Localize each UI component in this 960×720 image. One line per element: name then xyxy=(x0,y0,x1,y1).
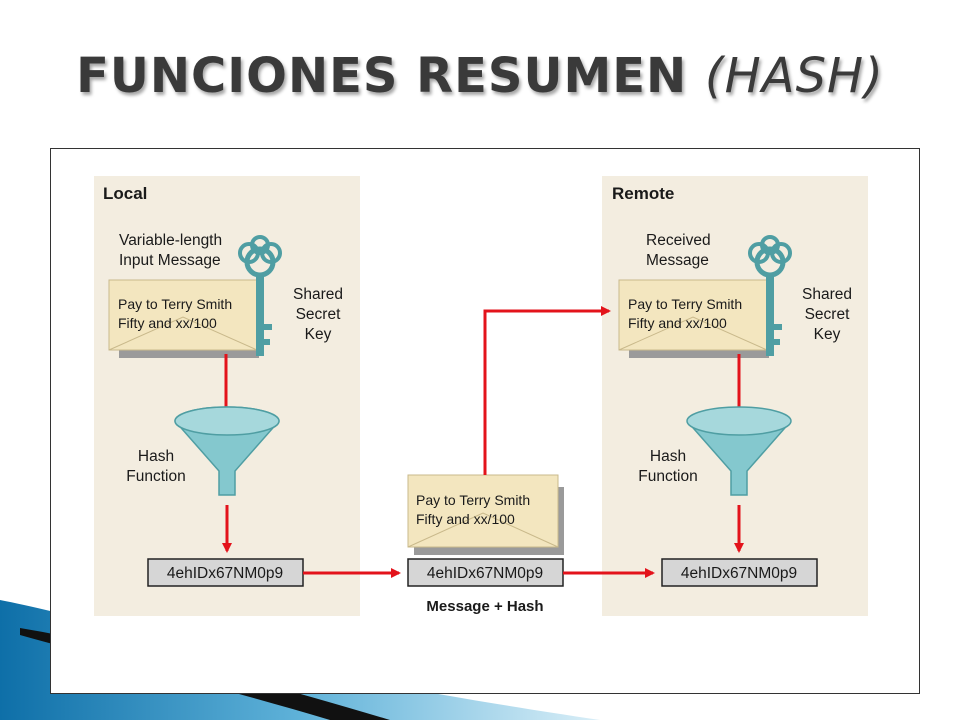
remote-envelope: Pay to Terry Smith Fifty and xx/100 xyxy=(618,279,769,358)
arrow-middle-to-remote xyxy=(483,306,611,475)
diagram-canvas: Local Remote Variable-length Input Messa… xyxy=(94,176,868,616)
local-message-label-1: Variable-length xyxy=(119,232,222,249)
remote-funnel-icon xyxy=(686,406,792,496)
middle-envelope: Pay to Terry Smith Fifty and xx/100 xyxy=(407,474,564,555)
remote-envelope-line-1: Pay to Terry Smith xyxy=(628,296,742,312)
middle-caption: Message + Hash xyxy=(426,598,543,615)
title-sub: (HASH) xyxy=(704,48,884,104)
remote-hash-label-2: Function xyxy=(638,468,697,485)
remote-key-label-1: Shared xyxy=(802,286,852,303)
local-envelope-line-2: Fifty and xx/100 xyxy=(118,315,217,331)
local-heading: Local xyxy=(103,184,147,203)
local-funnel-icon xyxy=(174,406,280,496)
remote-envelope-line-2: Fifty and xx/100 xyxy=(628,315,727,331)
remote-message-label-1: Received xyxy=(646,232,711,249)
local-key-label-2: Secret xyxy=(296,306,341,323)
local-hash-label-1: Hash xyxy=(138,448,174,465)
local-envelope: Pay to Terry Smith Fifty and xx/100 xyxy=(108,279,259,358)
middle-envelope-line-2: Fifty and xx/100 xyxy=(416,511,515,527)
remote-message-label-2: Message xyxy=(646,252,709,269)
middle-hash-value: 4ehIDx67NM0p9 xyxy=(427,565,543,582)
local-key-label-3: Key xyxy=(305,326,332,343)
remote-key-label-2: Secret xyxy=(805,306,850,323)
remote-panel xyxy=(602,176,868,616)
remote-hash-label-1: Hash xyxy=(650,448,686,465)
remote-heading: Remote xyxy=(612,184,674,203)
hash-diagram: Local Remote Variable-length Input Messa… xyxy=(50,148,920,694)
slide-title: FUNCIONES RESUMEN (HASH) xyxy=(0,48,960,104)
remote-key-icon xyxy=(748,235,792,356)
local-key-label-1: Shared xyxy=(293,286,343,303)
local-key-icon xyxy=(238,235,282,356)
title-main: FUNCIONES RESUMEN xyxy=(76,48,688,104)
remote-hash-value: 4ehIDx67NM0p9 xyxy=(681,565,797,582)
middle-envelope-line-1: Pay to Terry Smith xyxy=(416,492,530,508)
local-hash-value: 4ehIDx67NM0p9 xyxy=(167,565,283,582)
local-message-label-2: Input Message xyxy=(119,252,221,269)
local-envelope-line-1: Pay to Terry Smith xyxy=(118,296,232,312)
remote-hash-box xyxy=(661,558,818,587)
remote-key-label-3: Key xyxy=(814,326,841,343)
local-hash-label-2: Function xyxy=(126,468,185,485)
